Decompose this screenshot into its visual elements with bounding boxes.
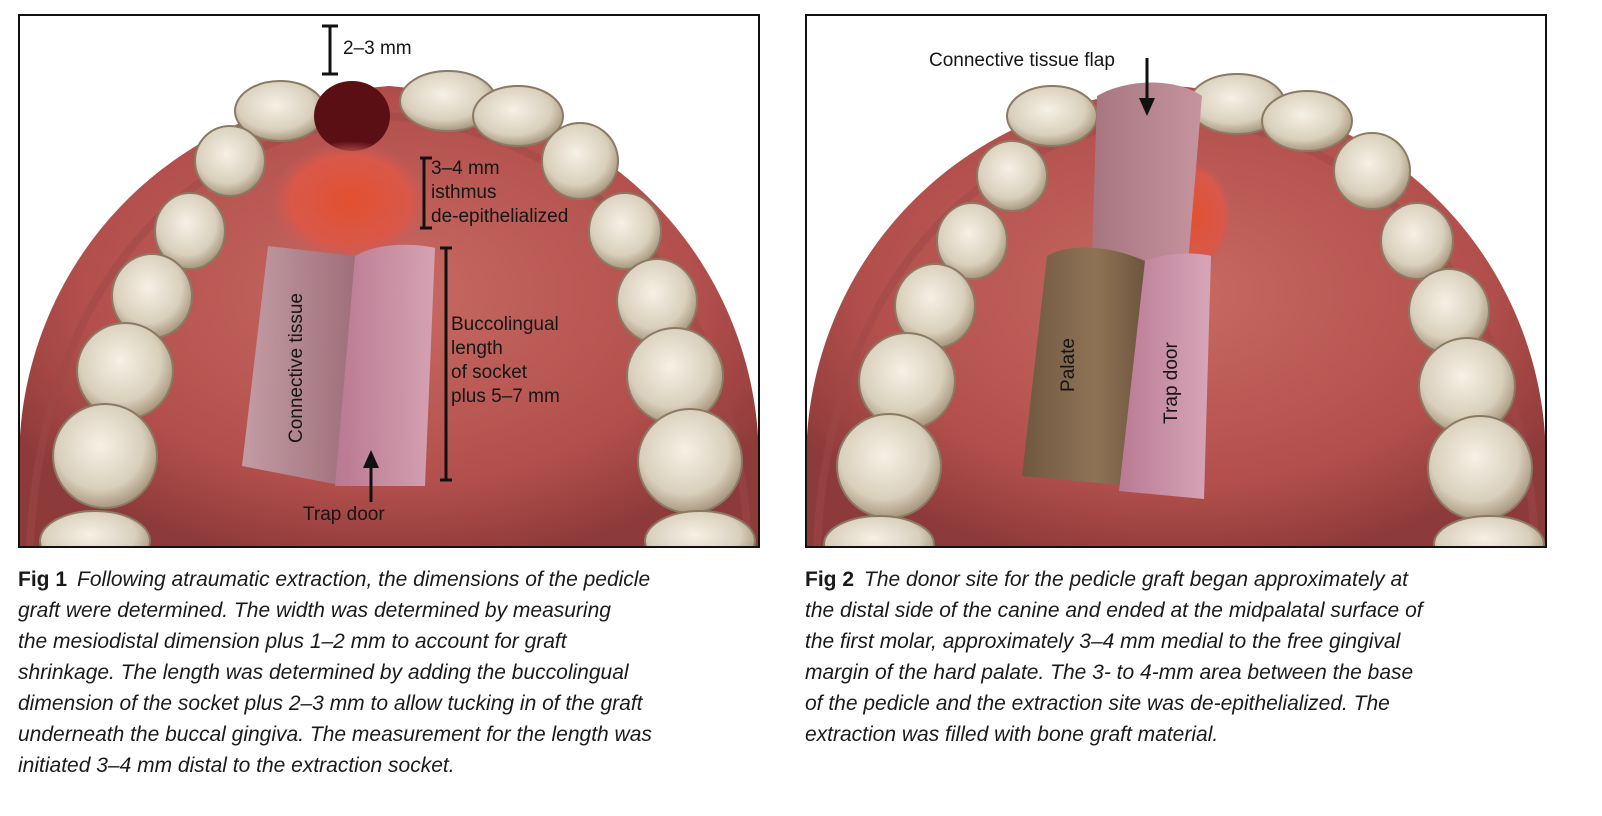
fig2-caption-line: the first molar, approximately 3–4 mm me… — [805, 630, 1401, 653]
fig1-label-length-3: of socket — [451, 362, 528, 383]
fig1-extraction-socket — [314, 81, 390, 151]
fig1-caption-line: graft were determined. The width was det… — [18, 599, 611, 622]
fig1-label-isthmus-2: isthmus — [431, 182, 497, 203]
fig1-caption-line: the mesiodistal dimension plus 1–2 mm to… — [18, 630, 567, 653]
fig2-flap-arrow — [1139, 58, 1155, 116]
fig1-label-connective-tissue: Connective tissue — [286, 293, 307, 443]
fig1-length-bracket — [440, 246, 452, 482]
fig2-caption-line: The donor site for the pedicle graft beg… — [864, 568, 1409, 591]
fig1-teeth — [39, 70, 756, 546]
fig1-trap-door-arrow — [363, 450, 379, 502]
fig2-palate-drawing — [807, 58, 1545, 546]
fig1-isthmus-bracket — [420, 156, 432, 230]
fig1-connective-tissue-strip — [242, 246, 355, 486]
fig1-caption-line: Following atraumatic extraction, the dim… — [77, 568, 651, 591]
fig2-caption: Fig 2 The donor site for the pedicle graf… — [805, 564, 1575, 750]
fig1-caption-line: shrinkage. The length was determined by … — [18, 661, 629, 684]
fig1-label-length-1: Buccolingual — [451, 314, 559, 335]
fig1-palate-drawing — [20, 24, 758, 546]
fig2-label-palate: Palate — [1058, 338, 1079, 392]
fig2-caption-line: extraction was filled with bone graft ma… — [805, 723, 1219, 746]
fig2-caption-line: the distal side of the canine and ended … — [805, 599, 1423, 622]
fig2-connective-tissue-flap — [1092, 82, 1202, 276]
fig1-label-isthmus-3: de-epithelialized — [431, 206, 569, 227]
fig1-caption: Fig 1 Following atraumatic extraction, th… — [18, 564, 760, 781]
fig1-caption-line: dimension of the socket plus 2–3 mm to a… — [18, 692, 643, 715]
fig1-trap-door-strip — [335, 244, 435, 486]
fig1-caption-line: initiated 3–4 mm distal to the extractio… — [18, 754, 455, 777]
fig1-top-gap-bracket — [322, 24, 338, 76]
fig2-illustration: Connective tissue flap Palate Trap door — [805, 14, 1547, 548]
fig2-label-trap-door: Trap door — [1161, 342, 1182, 424]
fig2-teeth — [823, 73, 1545, 546]
fig2-number: Fig 2 — [805, 568, 855, 591]
fig2-caption-line: of the pedicle and the extraction site w… — [805, 692, 1390, 715]
fig2-label-flap: Connective tissue flap — [929, 50, 1115, 71]
fig1-label-length-4: plus 5–7 mm — [451, 386, 560, 407]
fig1-label-length-2: length — [451, 338, 503, 359]
fig2-trap-door-strip — [1119, 253, 1211, 499]
fig2-palate-donor-site — [1022, 247, 1145, 486]
fig1-number: Fig 1 — [18, 568, 68, 591]
fig1-illustration: 2–3 mm 3–4 mm isthmus de-epithelialized … — [18, 14, 760, 548]
fig2-caption-line: margin of the hard palate. The 3- to 4-m… — [805, 661, 1414, 684]
fig1-deepithelialized-area — [270, 141, 430, 261]
fig1-label-trap-door: Trap door — [303, 504, 385, 525]
fig1-label-isthmus-1: 3–4 mm — [431, 158, 500, 179]
fig1-caption-line: underneath the buccal gingiva. The measu… — [18, 723, 652, 746]
fig1-label-top-gap: 2–3 mm — [343, 38, 412, 59]
